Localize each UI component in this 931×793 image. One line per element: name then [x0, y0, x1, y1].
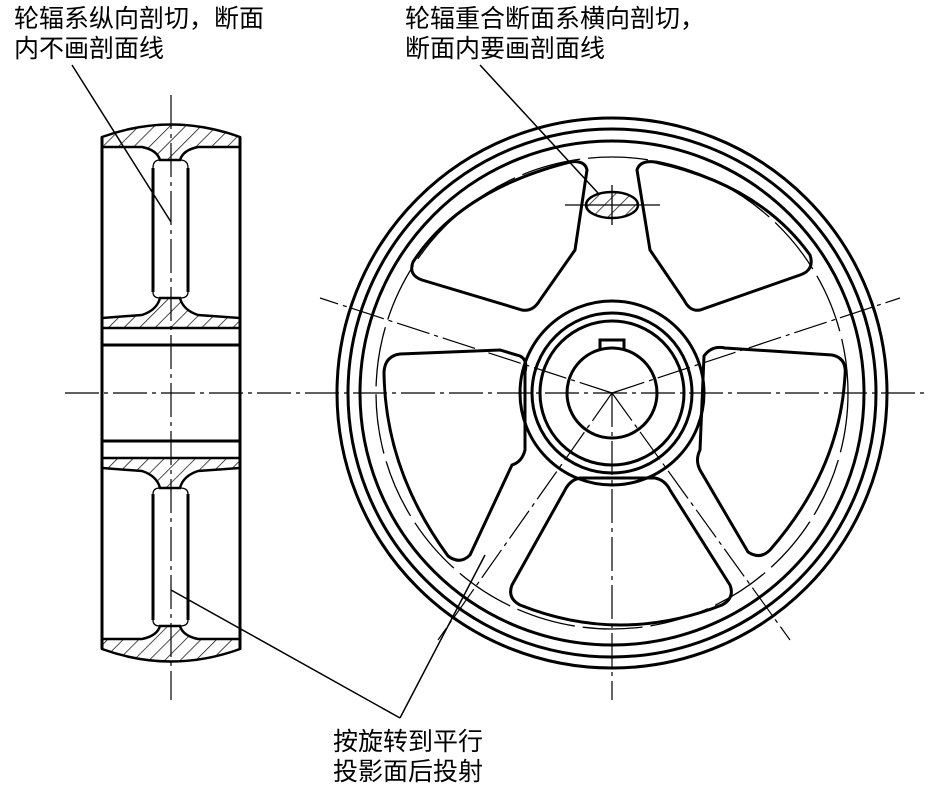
annotation-rotation-projection: 按旋转到平行 投影面后投射: [333, 727, 483, 787]
leader-lines: [71, 64, 599, 719]
annotation-right-line2: 断面内要画剖面线: [405, 34, 606, 63]
side-section-view: [100, 95, 242, 700]
annotation-right-line1: 轮辐重合断面系横向剖切，: [405, 4, 706, 33]
annotation-left-line2: 内不画剖面线: [14, 34, 165, 63]
annotation-bottom-line2: 投影面后投射: [333, 757, 484, 786]
annotation-revolved-section: 轮辐重合断面系横向剖切， 断面内要画剖面线: [405, 4, 705, 64]
annotation-bottom-line1: 按旋转到平行: [333, 727, 484, 756]
annotation-left-line1: 轮辐系纵向剖切，断面: [14, 4, 265, 33]
rim-section-top: [100, 123, 242, 162]
annotation-longitudinal-section: 轮辐系纵向剖切，断面 内不画剖面线: [14, 4, 264, 64]
front-view: [319, 116, 901, 700]
